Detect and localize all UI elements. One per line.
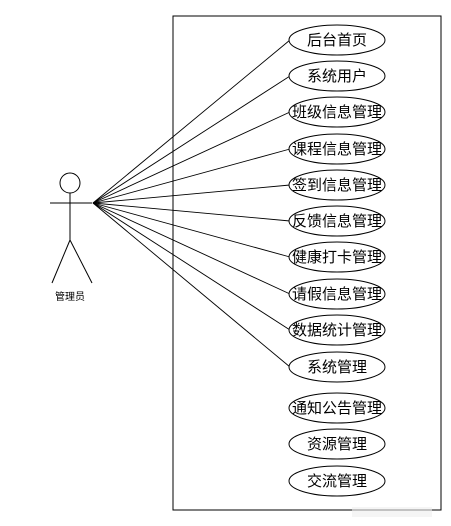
use-case: 反馈信息管理 (288, 205, 386, 237)
use-case-label: 班级信息管理 (292, 103, 382, 121)
association-line (92, 202, 291, 368)
association-line (92, 148, 291, 204)
use-case-ellipse (288, 205, 386, 237)
use-case: 数据统计管理 (288, 314, 386, 346)
use-case-ellipse (288, 392, 386, 424)
association-line (92, 75, 291, 204)
association-lines (92, 39, 291, 368)
use-case-label: 健康打卡管理 (292, 248, 382, 266)
use-case-label: 后台首页 (307, 31, 367, 49)
system-boundary (172, 15, 442, 511)
use-case-ellipse (288, 169, 386, 201)
use-case-label: 系统管理 (307, 358, 367, 376)
use-case-ellipse (288, 428, 386, 460)
actor-right-leg (69, 239, 93, 284)
use-case: 通知公告管理 (288, 392, 386, 424)
use-case-label: 课程信息管理 (292, 140, 382, 158)
use-case: 资源管理 (288, 428, 386, 460)
use-case-ellipse (288, 351, 386, 383)
association-line (92, 184, 291, 204)
use-case-ellipse (288, 133, 386, 165)
actor-figure (50, 172, 93, 284)
association-line (92, 202, 291, 295)
use-case-ellipse (288, 241, 386, 273)
use-case: 课程信息管理 (288, 133, 386, 165)
association-line (92, 202, 291, 331)
use-case: 请假信息管理 (288, 278, 386, 310)
use-case: 班级信息管理 (288, 96, 386, 128)
association-line (92, 111, 291, 204)
association-line (92, 202, 291, 222)
actor-head (59, 172, 81, 194)
use-case-list: 后台首页系统用户班级信息管理课程信息管理签到信息管理反馈信息管理健康打卡管理请假… (288, 24, 386, 497)
use-case-ellipse (288, 314, 386, 346)
actor-label: 管理员 (55, 290, 85, 303)
use-case-label: 请假信息管理 (292, 285, 382, 303)
use-case-label: 数据统计管理 (292, 321, 382, 339)
use-case-ellipse (288, 278, 386, 310)
use-case: 交流管理 (288, 465, 386, 497)
use-case-label: 通知公告管理 (292, 399, 382, 417)
use-case: 健康打卡管理 (288, 241, 386, 273)
use-case-label: 资源管理 (307, 435, 367, 453)
use-case-ellipse (288, 465, 386, 497)
use-case-label: 签到信息管理 (292, 176, 382, 194)
use-case-label: 系统用户 (307, 67, 367, 85)
association-line (92, 39, 291, 204)
use-case-ellipse (288, 60, 386, 92)
use-case-ellipse (288, 96, 386, 128)
use-case-label: 反馈信息管理 (292, 212, 382, 230)
use-case: 系统用户 (288, 60, 386, 92)
use-case-label: 交流管理 (307, 472, 367, 490)
use-case: 系统管理 (288, 351, 386, 383)
association-line (92, 202, 291, 258)
actor-left-leg (51, 239, 71, 284)
watermark-mark (352, 507, 432, 517)
use-case-ellipse (288, 24, 386, 56)
use-case: 后台首页 (288, 24, 386, 56)
use-case: 签到信息管理 (288, 169, 386, 201)
